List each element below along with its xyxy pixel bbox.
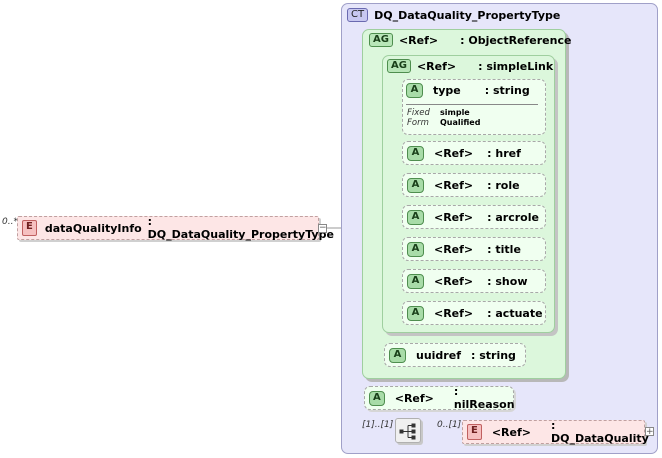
root-element-name: dataQualityInfo: [44, 221, 142, 235]
attribute-badge: A: [406, 83, 423, 98]
attribute-badge: A: [389, 347, 406, 363]
attribute-group-type: : ObjectReference: [460, 33, 572, 47]
attribute-badge: A: [407, 209, 424, 225]
type-attribute[interactable]: [402, 79, 546, 135]
attribute-group-ref: <Ref>: [416, 59, 457, 73]
complex-type-header: CT DQ_DataQuality_PropertyType: [347, 8, 560, 22]
attribute-name: : arcrole: [487, 210, 539, 224]
fixed-label: Fixed: [407, 108, 430, 118]
attribute-ref: <Ref>: [434, 242, 474, 256]
attribute-badge: A: [407, 305, 424, 321]
root-element-multiplicity: 0..*: [2, 217, 18, 227]
child-element-multiplicity: 0..[1]: [437, 420, 462, 430]
attribute-name: : role: [487, 178, 520, 192]
uuidref-attribute[interactable]: A uuidref : string: [384, 343, 526, 367]
complex-type-badge: CT: [347, 8, 369, 22]
attribute-ref: <Ref>: [434, 210, 474, 224]
attribute-ref: <Ref>: [434, 306, 474, 320]
sequence-multiplicity: [1]..[1]: [362, 420, 394, 430]
uuidref-attribute-name: uuidref: [416, 348, 461, 362]
element-badge: E: [22, 220, 37, 236]
element-badge: E: [467, 424, 482, 440]
actuate-attribute[interactable]: A <Ref> : actuate: [402, 301, 546, 325]
attribute-badge: A: [407, 145, 424, 161]
sequence-icon: [399, 423, 416, 440]
attribute-group-type: : simpleLink: [478, 59, 554, 73]
attribute-name: : href: [487, 146, 521, 160]
attribute-name: : actuate: [487, 306, 543, 320]
attribute-group-simple-link-header: AG <Ref> : simpleLink: [387, 59, 553, 73]
expand-toggle-icon[interactable]: +: [645, 427, 654, 437]
attribute-name: : nilReason: [453, 385, 515, 411]
arcrole-attribute[interactable]: A <Ref> : arcrole: [402, 205, 546, 229]
attribute-name: : show: [487, 274, 528, 288]
attribute-badge: A: [407, 241, 424, 257]
root-element[interactable]: E dataQualityInfo : DQ_DataQuality_Prope…: [17, 215, 334, 241]
attribute-badge: A: [407, 273, 424, 289]
attribute-group-badge: AG: [369, 33, 393, 47]
nil-reason-attribute[interactable]: A <Ref> : nilReason: [364, 385, 515, 411]
attribute-ref: <Ref>: [434, 178, 474, 192]
type-attribute-type: : string: [484, 84, 530, 97]
sequence-compositor[interactable]: [395, 418, 421, 443]
collapse-toggle-icon[interactable]: −: [318, 223, 327, 233]
uuidref-attribute-type: : string: [470, 348, 516, 362]
attribute-group-badge: AG: [387, 59, 411, 73]
type-attribute-header: A type : string: [406, 83, 530, 98]
role-attribute[interactable]: A <Ref> : role: [402, 173, 546, 197]
show-attribute[interactable]: A <Ref> : show: [402, 269, 546, 293]
title-attribute[interactable]: A <Ref> : title: [402, 237, 546, 261]
attribute-group-ref: <Ref>: [398, 33, 439, 47]
attribute-ref: <Ref>: [434, 146, 474, 160]
attribute-ref: <Ref>: [394, 391, 434, 405]
type-attribute-divider: [406, 104, 538, 105]
attribute-badge: A: [369, 390, 385, 406]
type-attribute-name: type: [433, 84, 461, 97]
form-label: Form: [407, 118, 429, 128]
attribute-badge: A: [407, 177, 424, 193]
dq-data-quality-element[interactable]: E <Ref> : DQ_DataQuality: [462, 419, 649, 445]
child-element-name: : DQ_DataQuality: [551, 419, 649, 445]
form-value: Qualified: [440, 118, 481, 127]
href-attribute[interactable]: A <Ref> : href: [402, 141, 546, 165]
fixed-value: simple: [440, 108, 470, 117]
root-element-type: : DQ_DataQuality_PropertyType: [147, 215, 334, 241]
child-element-ref: <Ref>: [491, 425, 531, 439]
attribute-group-object-reference-header: AG <Ref> : ObjectReference: [369, 33, 571, 47]
attribute-name: : title: [487, 242, 521, 256]
complex-type-name: DQ_DataQuality_PropertyType: [374, 8, 561, 22]
attribute-ref: <Ref>: [434, 274, 474, 288]
